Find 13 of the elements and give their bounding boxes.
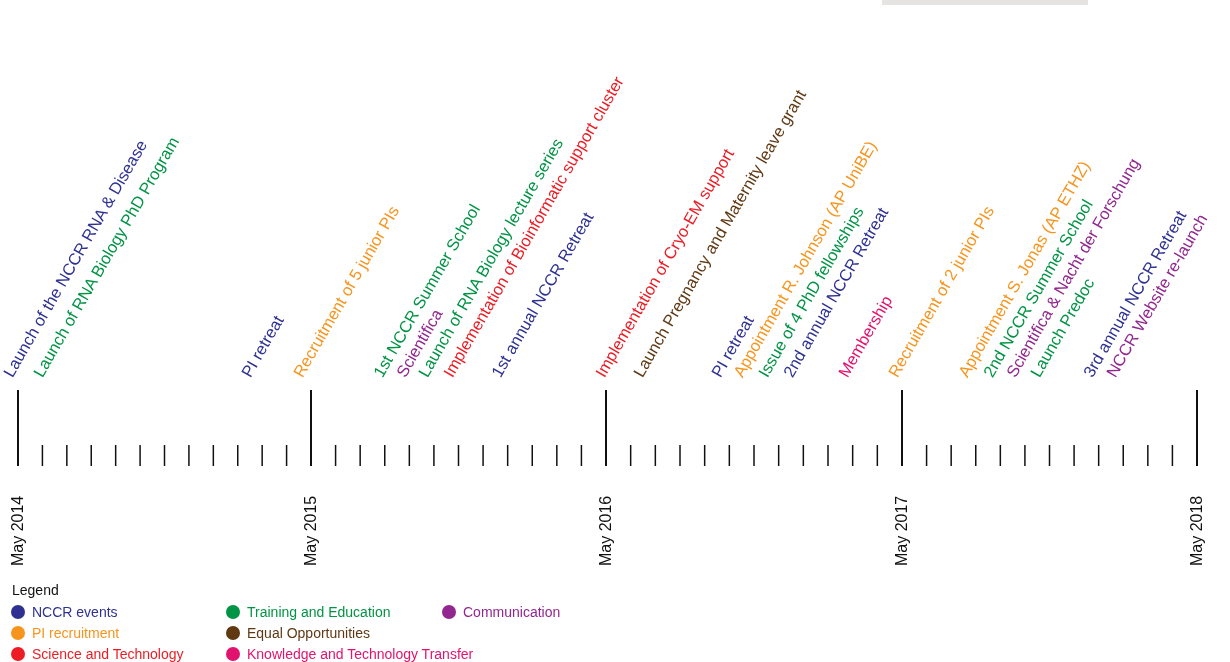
legend-label: Training and Education [247,604,391,620]
date-label: May 2017 [893,495,911,566]
legend-title: Legend [12,582,59,598]
legend-label: Science and Technology [32,646,184,662]
date-label: May 2015 [302,495,320,566]
legend-label: Knowledge and Technology Transfer [247,646,474,662]
date-label: May 2014 [9,495,27,566]
legend-label: Communication [463,604,561,620]
legend-label: PI recruitment [32,625,120,641]
legend-label: Equal Opportunities [247,625,370,641]
date-label: May 2018 [1188,495,1206,566]
date-label: May 2016 [597,495,615,566]
legend-label: NCCR events [32,604,118,620]
